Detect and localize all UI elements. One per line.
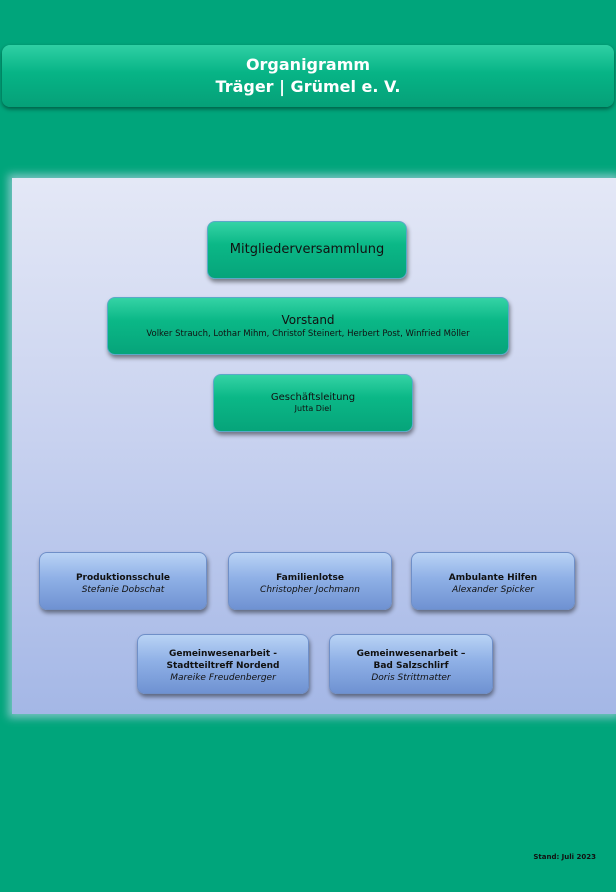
box-ambulante-hilfen: Ambulante Hilfen Alexander Spicker (411, 552, 575, 610)
box-gwa-bad-salzschlirf: Gemeinwesenarbeit – Bad Salzschlirf Dori… (329, 634, 493, 694)
title-line-2: Träger | Grümel e. V. (215, 77, 401, 96)
unit-title: Gemeinwesenarbeit – (356, 649, 466, 659)
box-gwa-nordend: Gemeinwesenarbeit - Stadtteiltreff Norde… (137, 634, 309, 694)
unit-person: Christopher Jochmann (260, 585, 360, 595)
box-vorstand: Vorstand Volker Strauch, Lothar Mihm, Ch… (107, 297, 509, 355)
unit-title: Produktionsschule (75, 573, 171, 583)
box-members: Volker Strauch, Lothar Mihm, Christof St… (146, 329, 470, 339)
box-members: Jutta Diel (294, 404, 332, 413)
unit-title-2: Bad Salzschlirf (373, 661, 449, 671)
unit-title: Gemeinwesenarbeit - (168, 649, 278, 659)
unit-title-2: Stadtteiltreff Nordend (166, 661, 280, 671)
stand-date: Stand: Juli 2023 (533, 853, 596, 861)
box-mitgliederversammlung: Mitgliederversammlung (207, 221, 407, 279)
box-geschaeftsleitung: Geschäftsleitung Jutta Diel (213, 374, 413, 432)
box-title: Geschäftsleitung (270, 392, 356, 403)
unit-title: Ambulante Hilfen (448, 573, 538, 583)
title-banner: Organigramm Träger | Grümel e. V. (2, 45, 614, 107)
box-title: Mitgliederversammlung (229, 242, 385, 257)
box-title: Vorstand (281, 313, 335, 327)
unit-person: Stefanie Dobschat (81, 585, 165, 595)
box-produktionsschule: Produktionsschule Stefanie Dobschat (39, 552, 207, 610)
unit-person: Alexander Spicker (452, 585, 534, 595)
title-line-1: Organigramm (245, 55, 371, 74)
unit-person: Mareike Freudenberger (170, 673, 276, 683)
box-familienlotse: Familienlotse Christopher Jochmann (228, 552, 392, 610)
unit-title: Familienlotse (276, 573, 344, 583)
unit-person: Doris Strittmatter (371, 673, 451, 683)
